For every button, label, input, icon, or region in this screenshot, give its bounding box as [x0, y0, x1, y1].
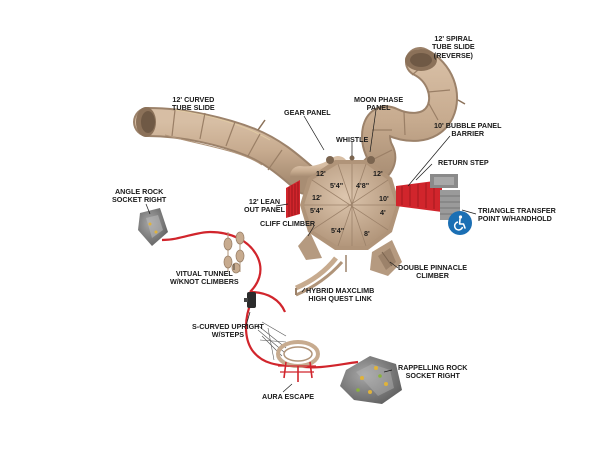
label-line: W/KNOT CLIMBERS — [170, 277, 239, 287]
dim-label: 5'4" — [330, 181, 343, 190]
cliff-climber — [298, 232, 322, 260]
label-s-curved-upright: S-CURVED UPRIGHT W/STEPS — [192, 322, 264, 340]
lean-out-panel — [286, 180, 300, 218]
hybrid-maxclimb-link — [294, 255, 347, 297]
label-line: W/STEPS — [211, 330, 245, 340]
label-line: POINT W/HANDHOLD — [478, 214, 552, 224]
label-line: HYBRID MAXCLIMB — [306, 286, 375, 295]
label-line: RAPPELLING ROCK — [398, 363, 468, 372]
label-line: VITUAL TUNNEL — [175, 269, 233, 278]
dim-label: 5'4" — [310, 206, 323, 215]
label-line: 10' BUBBLE PANEL — [434, 121, 502, 130]
label-line: 12' CURVED — [172, 95, 215, 104]
label-line: 12' SPIRAL — [434, 34, 473, 43]
label-line: PANEL — [366, 103, 391, 113]
label-spiral-tube-slide: 12' SPIRAL TUBE SLIDE (REVERSE) — [432, 34, 475, 60]
label-line: BARRIER — [451, 129, 485, 139]
label-triangle-transfer: TRIANGLE TRANSFER POINT W/HANDHOLD — [478, 206, 556, 224]
label-line: TRIANGLE TRANSFER — [478, 206, 556, 215]
dim-label: 5'4" — [331, 226, 344, 235]
label-curved-tube-slide: 12' CURVED TUBE SLIDE — [172, 95, 215, 113]
label-cliff-climber: CLIFF CLIMBER — [260, 219, 316, 228]
label-gear-panel: GEAR PANEL — [284, 108, 331, 117]
label-bubble-panel-barrier: 10' BUBBLE PANEL BARRIER — [434, 121, 502, 139]
dim-label: 4' — [380, 208, 386, 217]
label-line: ANGLE ROCK — [114, 187, 164, 196]
label-double-pinnacle: DOUBLE PINNACLE CLIMBER — [398, 263, 468, 281]
label-line: TUBE SLIDE — [432, 42, 475, 52]
label-whistle: WHISTLE — [336, 135, 369, 144]
dim-label: 4'8" — [356, 181, 369, 190]
label-line: OUT PANEL — [244, 205, 285, 215]
label-line: AURA ESCAPE — [262, 392, 315, 401]
vitual-tunnel — [223, 231, 245, 274]
angle-rock — [138, 208, 168, 246]
leader-lines — [145, 109, 477, 393]
s-curved-upright — [244, 292, 256, 308]
label-lean-out-panel: 12' LEAN OUT PANEL — [244, 197, 285, 215]
label-line: CLIFF CLIMBER — [260, 219, 316, 228]
main-tower — [300, 155, 400, 250]
label-line: CLIMBER — [416, 271, 449, 281]
label-vitual-tunnel: VITUAL TUNNEL W/KNOT CLIMBERS — [170, 269, 239, 287]
label-line: (REVERSE) — [433, 50, 473, 60]
double-pinnacle-climber — [370, 240, 402, 276]
curved-tube-slide — [133, 107, 321, 195]
dim-label: 10' — [379, 194, 389, 203]
label-aura-escape: AURA ESCAPE — [262, 392, 315, 401]
net-climber — [255, 321, 287, 361]
tower-dimensions: 12' 12' 5'4" 4'8" 12' 10' 5'4" 4' 5'4" 8… — [310, 169, 389, 238]
label-line: MOON PHASE — [354, 95, 404, 104]
label-line: SOCKET RIGHT — [112, 195, 167, 205]
dim-label: 12' — [316, 169, 326, 178]
label-line: RETURN STEP — [438, 158, 489, 167]
dim-label: 12' — [373, 169, 383, 178]
dim-label: 12' — [312, 193, 322, 202]
label-return-step: RETURN STEP — [438, 158, 489, 167]
label-line: TUBE SLIDE — [172, 103, 215, 113]
label-line: S-CURVED UPRIGHT — [192, 322, 264, 331]
label-line: DOUBLE PINNACLE — [398, 263, 468, 272]
label-line: WHISTLE — [336, 135, 369, 144]
label-line: 12' LEAN — [248, 197, 281, 206]
spiral-tube-slide — [351, 47, 466, 193]
label-hybrid-maxclimb: HYBRID MAXCLIMB HIGH QUEST LINK — [306, 286, 375, 304]
accessibility-icon — [448, 211, 472, 235]
label-line: GEAR PANEL — [284, 108, 331, 117]
label-rappelling-rock: RAPPELLING ROCK SOCKET RIGHT — [398, 363, 468, 381]
wheelchair-icon — [453, 215, 466, 231]
aura-escape — [276, 340, 320, 382]
label-angle-rock: ANGLE ROCK SOCKET RIGHT — [112, 187, 167, 205]
label-line: SOCKET RIGHT — [405, 371, 460, 381]
label-line: HIGH QUEST LINK — [308, 294, 372, 304]
label-moon-phase-panel: MOON PHASE PANEL — [354, 95, 404, 113]
dim-label: 8' — [364, 229, 370, 238]
